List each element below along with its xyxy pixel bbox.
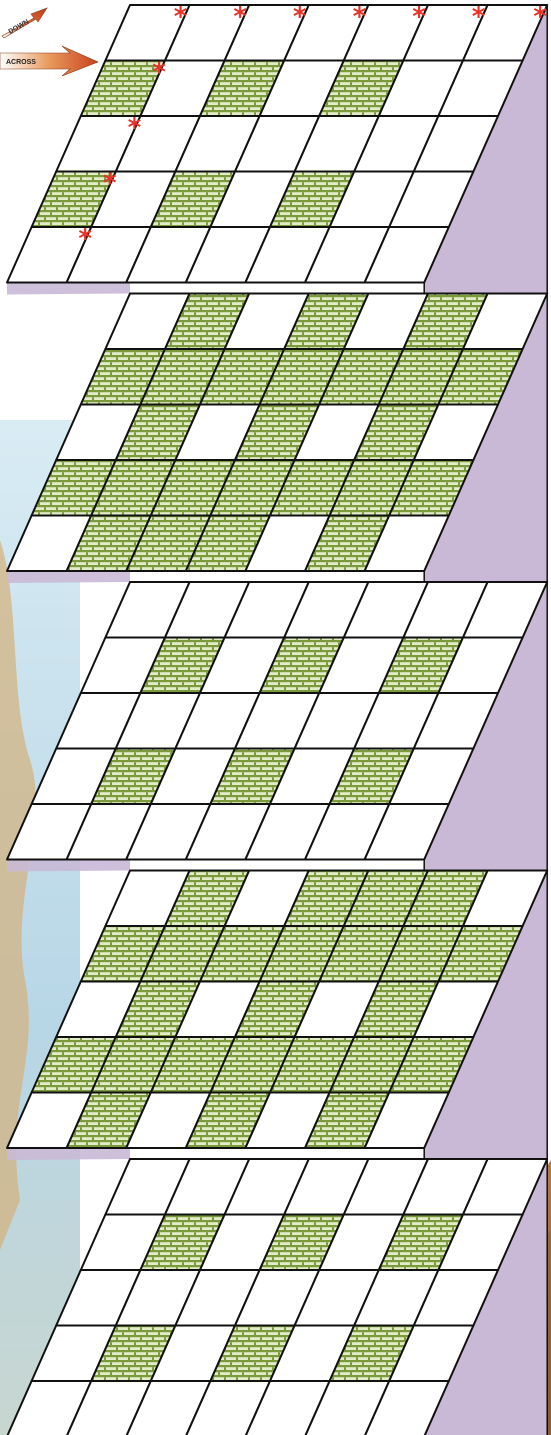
- star-left-row-4: *: [103, 169, 117, 199]
- direction-arrows: DOWN ACROSS: [0, 8, 98, 76]
- down-label: DOWN: [8, 19, 31, 36]
- star-left-row-3: *: [128, 113, 142, 143]
- star-top-col-6: *: [472, 2, 486, 32]
- star-top-col-7: *: [533, 2, 547, 32]
- star-top-col-4: *: [353, 2, 367, 32]
- across-label: ACROSS: [6, 59, 36, 66]
- star-top-col-2: *: [233, 2, 247, 32]
- star-top-col-5: *: [412, 2, 426, 32]
- star-top-col-3: *: [293, 2, 307, 32]
- star-top-col-1: *: [174, 2, 188, 32]
- star-left-row-2: *: [152, 58, 166, 88]
- star-left-row-5: *: [78, 224, 92, 254]
